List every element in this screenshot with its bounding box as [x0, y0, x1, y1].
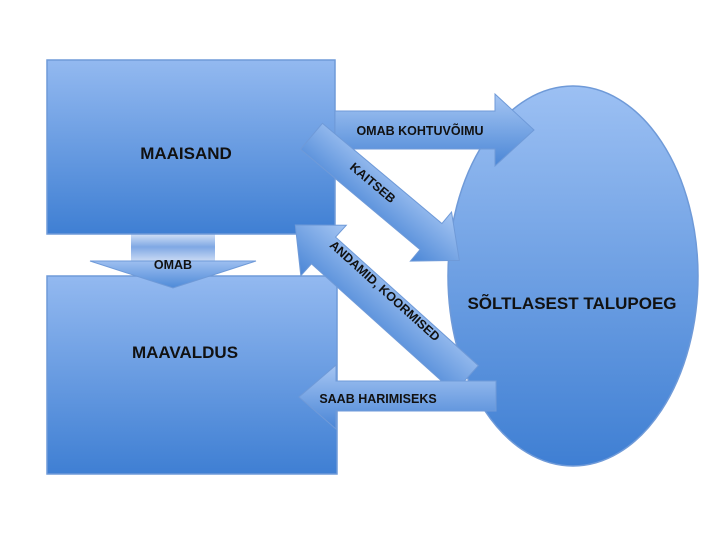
kaitseb-arrow: [299, 122, 460, 262]
maavaldus-box: [46, 275, 338, 475]
saab-harimiseks-arrow: [298, 363, 497, 431]
andamid-arrow: [294, 224, 479, 394]
omab-kohtuvoimu-label: OMAB KOHTUVÕIMU: [356, 123, 483, 138]
omab-connector: [131, 233, 215, 261]
talupoeg-ellipse: [447, 85, 699, 467]
saab-harimiseks-label: SAAB HARIMISEKS: [319, 392, 436, 406]
maaisand-box: [46, 59, 336, 235]
talupoeg-label: SÕLTLASEST TALUPOEG: [467, 293, 676, 313]
maaisand-label: MAAISAND: [140, 144, 232, 163]
omab-arrow: [89, 260, 257, 289]
maavaldus-label: MAAVALDUS: [132, 343, 238, 362]
omab-kohtuvoimu-arrow: [334, 92, 535, 168]
omab-label: OMAB: [154, 258, 192, 272]
